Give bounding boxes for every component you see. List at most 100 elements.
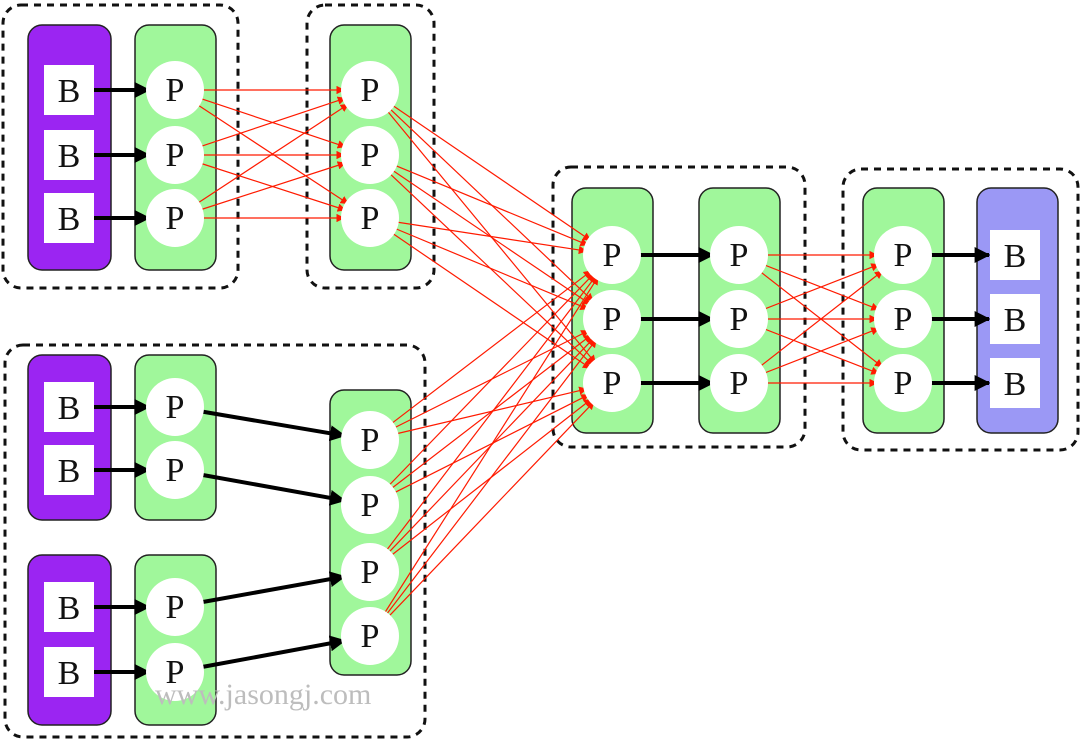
partition-label: P <box>894 301 913 338</box>
shuffle-link <box>393 386 588 436</box>
partition-node: P <box>583 226 641 284</box>
watermark-text: www.jasongj.com <box>155 678 371 711</box>
partition-label: P <box>166 452 185 489</box>
group-box-2 <box>305 3 436 290</box>
broker-label: B <box>58 590 81 627</box>
broker-node: B <box>44 582 94 632</box>
partition-node: P <box>146 189 204 247</box>
shuffle-link <box>761 327 880 375</box>
partition-label: P <box>361 554 380 591</box>
partition-label: P <box>361 618 380 655</box>
group-box-1 <box>1 3 240 290</box>
shuffle-link <box>194 103 349 206</box>
shuffle-link <box>388 334 593 491</box>
broker-label: B <box>58 201 81 238</box>
shuffle-link <box>391 330 590 430</box>
partition-node: P <box>341 543 399 601</box>
broker-label: B <box>1004 366 1027 403</box>
partition-label: P <box>730 301 749 338</box>
shuffle-link <box>384 108 596 364</box>
partition-label: P <box>166 72 185 109</box>
shuffle-link <box>391 163 589 247</box>
shuffle-link <box>386 401 595 620</box>
broker-node: B <box>44 130 94 180</box>
shuffle-link <box>757 269 884 368</box>
broker-node: B <box>990 230 1040 280</box>
broker-node: B <box>44 647 94 697</box>
partition-node: P <box>874 290 932 348</box>
broker-label: B <box>58 138 81 175</box>
partition-node: P <box>874 354 932 412</box>
partition-label: P <box>166 654 185 691</box>
partition-node: P <box>341 607 399 665</box>
shuffle-link <box>761 327 880 375</box>
partition-label: P <box>894 237 913 274</box>
broker-node: B <box>44 382 94 432</box>
partition-node: P <box>710 290 768 348</box>
shuffle-link <box>197 161 347 212</box>
strong-link <box>198 472 346 506</box>
partition-label: P <box>166 389 185 426</box>
partition-node: P <box>874 226 932 284</box>
group-box-3 <box>3 343 427 739</box>
partition-node: P <box>341 476 399 534</box>
partition-node: P <box>341 411 399 469</box>
shuffle-link <box>389 231 592 369</box>
shuffle-link <box>194 102 349 205</box>
broker-node: B <box>990 294 1040 344</box>
partition-label: P <box>603 365 622 402</box>
broker-node: B <box>44 445 94 495</box>
partition-node: P <box>341 126 399 184</box>
strong-link <box>198 571 346 605</box>
shuffle-link <box>761 263 880 311</box>
strong-link <box>198 409 346 442</box>
partition-label: P <box>730 237 749 274</box>
partition-node: P <box>146 643 204 701</box>
broker-label: B <box>58 453 81 490</box>
partition-node: P <box>146 378 204 436</box>
shuffle-link <box>382 276 599 617</box>
group-box-5 <box>841 167 1080 452</box>
partition-label: P <box>361 200 380 237</box>
partition-node: P <box>341 61 399 119</box>
partition-label: P <box>361 487 380 524</box>
partition-node: P <box>146 441 204 499</box>
broker-label: B <box>58 390 81 427</box>
broker-node: B <box>44 65 94 115</box>
partition-label: P <box>166 589 185 626</box>
partition-label: P <box>603 301 622 338</box>
broker-bar <box>27 554 112 726</box>
partition-node: P <box>146 61 204 119</box>
partition-node: P <box>583 290 641 348</box>
broker-node: B <box>990 358 1040 408</box>
broker-label: B <box>58 655 81 692</box>
partition-label: P <box>166 137 185 174</box>
partition-label: P <box>361 72 380 109</box>
partition-node: P <box>710 354 768 412</box>
partition-label: P <box>361 422 380 459</box>
broker-node: B <box>44 193 94 243</box>
broker-label: B <box>1004 238 1027 275</box>
shuffle-link <box>386 273 595 489</box>
shuffle-link <box>757 270 884 369</box>
partition-node: P <box>710 226 768 284</box>
partition-node: P <box>146 126 204 184</box>
partition-node: P <box>146 578 204 636</box>
shuffle-link <box>391 226 589 310</box>
partition-label: P <box>166 200 185 237</box>
shuffle-link <box>389 103 592 241</box>
partition-node: P <box>341 189 399 247</box>
shuffle-link <box>387 106 594 302</box>
shuffle-link <box>197 96 347 148</box>
shuffle-link <box>391 394 590 495</box>
shuffle-link <box>388 270 593 426</box>
strong-link <box>198 635 347 670</box>
shuffle-link <box>384 274 597 554</box>
partition-label: P <box>730 365 749 402</box>
broker-label: B <box>1004 302 1027 339</box>
shuffle-link <box>393 221 588 255</box>
broker-label: B <box>58 73 81 110</box>
partition-label: P <box>361 137 380 174</box>
shuffle-link <box>761 263 880 311</box>
